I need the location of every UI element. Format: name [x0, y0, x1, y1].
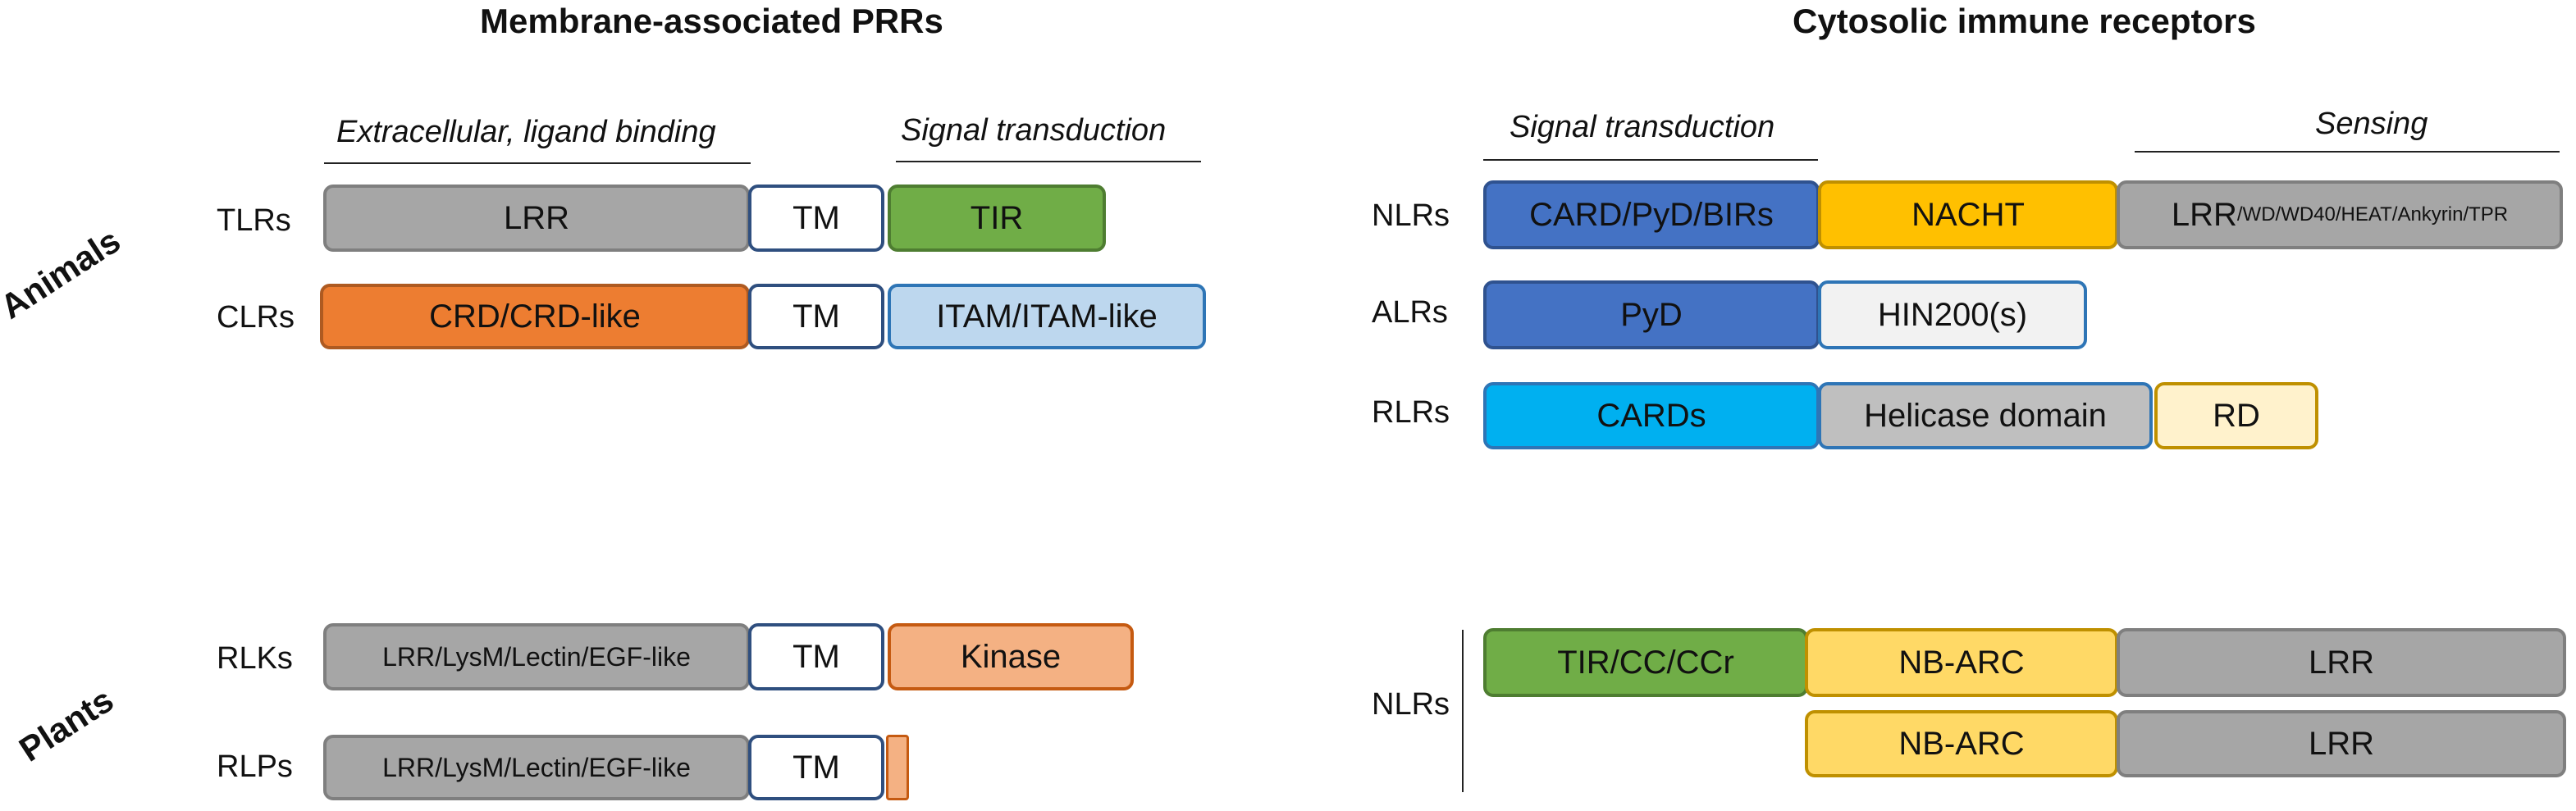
- animal-nlrs-label: NLRs: [1372, 198, 1450, 233]
- plant-nlr-lrr-domain-1: LRR: [2117, 628, 2566, 697]
- rlp-ecd-domain: LRR/LysM/Lectin/EGF-like: [323, 735, 750, 800]
- cytosolic-receptors-heading: Cytosolic immune receptors: [1793, 2, 2256, 40]
- tlr-tm-domain: TM: [748, 185, 884, 252]
- tlr-tir-domain: TIR: [888, 185, 1106, 252]
- plants-side-label: Plants: [12, 680, 121, 769]
- animals-side-label: Animals: [0, 221, 127, 326]
- signal-transduction-right-label: Signal transduction: [1510, 110, 1775, 144]
- rlrs-label: RLRs: [1372, 395, 1450, 430]
- rlp-short-cytoplasmic-tail: [886, 735, 909, 800]
- nlr-lrr-domain: LRR/WD/WD40/HEAT/Ankyrin/TPR: [2117, 180, 2563, 249]
- extracellular-section-label: Extracellular, ligand binding: [336, 115, 716, 149]
- alr-hin200-domain: HIN200(s): [1818, 280, 2087, 349]
- sensing-label: Sensing: [2315, 107, 2428, 141]
- rlr-cards-domain: CARDs: [1483, 382, 1820, 449]
- clr-itam-domain: ITAM/ITAM-like: [888, 284, 1206, 349]
- plant-nlr-tir-domain: TIR/CC/CCr: [1483, 628, 1808, 697]
- alr-pyd-domain: PyD: [1483, 280, 1820, 349]
- rlr-helicase-domain: Helicase domain: [1818, 382, 2153, 449]
- plant-nlrs-label: NLRs: [1372, 687, 1450, 722]
- rlr-rd-domain: RD: [2154, 382, 2318, 449]
- nlr-lrr-main-label: LRR: [2171, 196, 2237, 233]
- clr-tm-domain: TM: [748, 284, 884, 349]
- tlr-lrr-domain: LRR: [323, 185, 750, 252]
- rlk-tm-domain: TM: [748, 623, 884, 690]
- rlk-kinase-domain: Kinase: [888, 623, 1134, 690]
- nlr-lrr-sub-label: /WD/WD40/HEAT/Ankyrin/TPR: [2236, 203, 2509, 226]
- rlk-ecd-domain: LRR/LysM/Lectin/EGF-like: [323, 623, 750, 690]
- sensing-rule: [2135, 151, 2560, 153]
- plant-nlr-nbarc-domain-1: NB-ARC: [1805, 628, 2118, 697]
- tlrs-label: TLRs: [217, 203, 291, 238]
- clrs-label: CLRs: [217, 300, 295, 335]
- alrs-label: ALRs: [1372, 295, 1448, 330]
- nlr-nacht-domain: NACHT: [1818, 180, 2118, 249]
- signal-transduction-left-label: Signal transduction: [901, 113, 1167, 148]
- plant-nlr-nbarc-domain-2: NB-ARC: [1805, 710, 2118, 777]
- extracellular-rule: [324, 162, 751, 164]
- plant-nlr-lrr-domain-2: LRR: [2117, 710, 2566, 777]
- rlps-label: RLPs: [217, 749, 293, 784]
- rlks-label: RLKs: [217, 641, 293, 676]
- signal-transduction-left-rule: [896, 161, 1201, 162]
- signal-transduction-right-rule: [1483, 159, 1818, 161]
- membrane-prrs-heading: Membrane-associated PRRs: [480, 2, 943, 40]
- clr-crd-domain: CRD/CRD-like: [320, 284, 750, 349]
- plant-nlrs-bracket: [1462, 630, 1464, 792]
- nlr-card-domain: CARD/PyD/BIRs: [1483, 180, 1820, 249]
- rlp-tm-domain: TM: [748, 735, 884, 800]
